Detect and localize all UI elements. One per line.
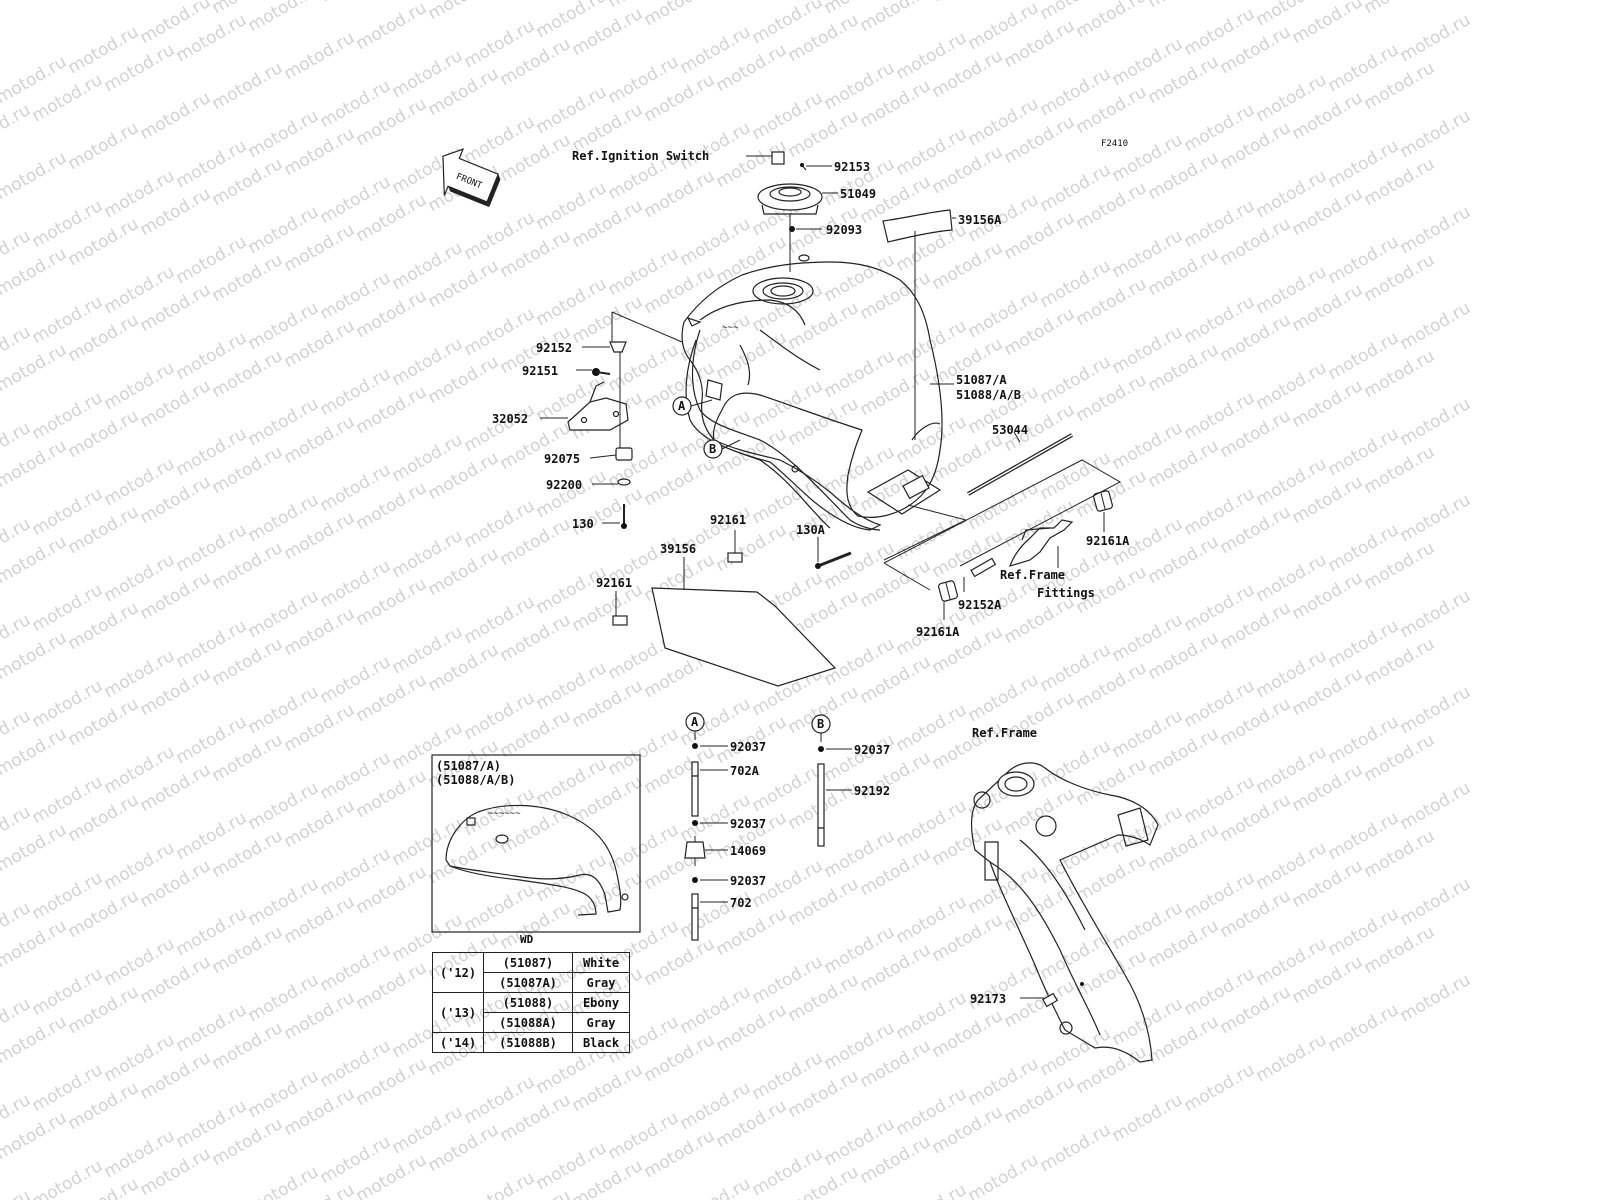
- callout-702A: 702A: [730, 764, 760, 778]
- table-row: (51088A) Gray: [433, 1012, 630, 1033]
- year-cell: ('12): [432, 952, 484, 993]
- callout-39156: 39156: [660, 542, 696, 556]
- callout-92161-left: 92161: [596, 576, 632, 590]
- callout-130A: 130A: [796, 523, 826, 537]
- hose-detail-b: B: [811, 714, 852, 847]
- part-cell: (51087): [483, 952, 573, 973]
- callout-ref-ignition: Ref.Ignition Switch: [572, 149, 709, 163]
- tank-color-inset: (51087/A) (51088/A/B) ~~~~~~: [431, 754, 641, 933]
- rubber-strip-53044: [967, 433, 1073, 496]
- color-table: ('12) (51087) White (51087A) Gray ('13) …: [432, 952, 630, 1053]
- fuel-hose-A: [691, 329, 881, 531]
- callout-92161A-right: 92161A: [1086, 534, 1130, 548]
- svg-text:~~~~~~: ~~~~~~: [488, 809, 521, 819]
- pad-92161-left: [612, 615, 628, 626]
- marker-a-tank: A: [672, 396, 692, 416]
- callout-702: 702: [730, 896, 752, 910]
- inset-title-line1: (51087/A): [436, 759, 501, 773]
- table-row: ('14) (51088B) Black: [432, 1032, 630, 1053]
- part-cell: (51088B): [483, 1032, 573, 1053]
- table-row: ('12) (51087) White: [432, 952, 630, 993]
- callout-92152: 92152: [536, 341, 572, 355]
- table-row: ('13) (51088) Ebony: [432, 992, 630, 1033]
- svg-text:B: B: [709, 442, 716, 456]
- callout-51087: 51087/A: [956, 373, 1007, 387]
- bolt-130A: [815, 551, 852, 569]
- tank-pad-39156A: [882, 209, 953, 243]
- callout-92037-a2: 92037: [730, 817, 766, 831]
- part-cell: (51088A): [483, 1012, 573, 1033]
- callout-92037-b1: 92037: [854, 743, 890, 757]
- frame-illustration: [971, 762, 1159, 1063]
- rear-bracket: [938, 490, 1113, 602]
- callout-51088: 51088/A/B: [956, 388, 1021, 402]
- part-cell: (51087A): [483, 972, 573, 993]
- color-cell: Gray: [572, 972, 630, 993]
- callout-92173: 92173: [970, 992, 1006, 1006]
- callout-14069: 14069: [730, 844, 766, 858]
- color-cell: Gray: [572, 1012, 630, 1033]
- front-arrow-icon: FRONT: [442, 148, 501, 208]
- hose-detail-a: A: [684, 712, 728, 941]
- year-cell: ('14): [432, 1032, 484, 1053]
- callout-92037-a3: 92037: [730, 874, 766, 888]
- callout-92161-top: 92161: [710, 513, 746, 527]
- color-cell: Black: [572, 1032, 630, 1053]
- svg-text:A: A: [691, 715, 699, 729]
- inset-title-line2: (51088/A/B): [436, 773, 515, 787]
- callout-32052: 32052: [492, 412, 528, 426]
- callout-92161A-bottom: 92161A: [916, 625, 960, 639]
- color-cell: White: [572, 952, 630, 973]
- callout-fittings: Fittings: [1037, 586, 1095, 600]
- leader-lines: [540, 155, 1122, 620]
- front-bracket-assembly: [567, 341, 633, 529]
- callout-92153: 92153: [834, 160, 870, 174]
- callout-39156A: 39156A: [958, 213, 1002, 227]
- ignition-switch-cap: [771, 151, 785, 165]
- fuel-tank: ~~~: [681, 261, 943, 531]
- callout-labels: Ref.Ignition Switch 92153 51049 92093 39…: [492, 149, 1130, 1006]
- callout-92093: 92093: [826, 223, 862, 237]
- pad-92161-top: [727, 552, 743, 563]
- callout-92151: 92151: [522, 364, 558, 378]
- callout-130: 130: [572, 517, 594, 531]
- svg-text:B: B: [817, 717, 824, 731]
- color-cell: Ebony: [572, 992, 630, 1013]
- callout-92075: 92075: [544, 452, 580, 466]
- wd-label: WD: [520, 933, 534, 946]
- callout-92152A: 92152A: [958, 598, 1002, 612]
- callout-92200: 92200: [546, 478, 582, 492]
- callout-ref-frame-fittings: Ref.Frame: [1000, 568, 1065, 582]
- filler-cap-assembly: [757, 151, 823, 272]
- callout-92192: 92192: [854, 784, 890, 798]
- pad-39156: [651, 587, 837, 687]
- side-pads: [612, 552, 837, 687]
- part-cell: (51088): [483, 992, 573, 1013]
- year-cell: ('13): [432, 992, 484, 1033]
- figure-code: F2410: [1101, 139, 1128, 149]
- callout-ref-frame: Ref.Frame: [972, 726, 1037, 740]
- callout-51049: 51049: [840, 187, 876, 201]
- svg-text:A: A: [678, 399, 686, 413]
- callout-92037-a1: 92037: [730, 740, 766, 754]
- fuel-hose-B: [685, 339, 831, 529]
- tank-emblem: ~~~: [722, 323, 739, 333]
- callout-53044: 53044: [992, 423, 1028, 437]
- marker-b-tank: B: [703, 439, 723, 459]
